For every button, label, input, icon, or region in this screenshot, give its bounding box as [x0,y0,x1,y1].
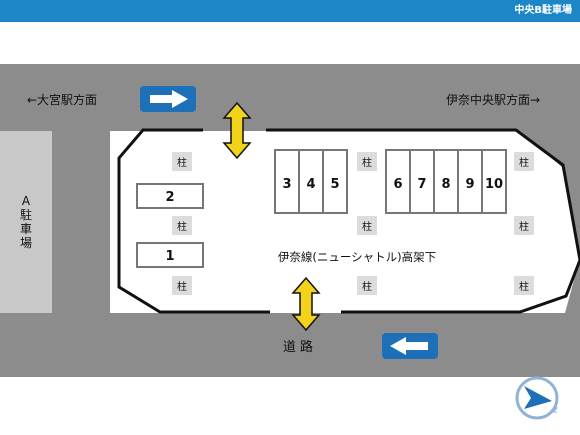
under-track-label: 伊奈線(ニューシャトル)高架下 [278,250,436,264]
pillar: 柱 [357,216,377,235]
svg-text:駐: 駐 [20,207,32,222]
parking-space: 9 [457,149,483,214]
pillar: 柱 [172,276,192,295]
svg-text:柱: 柱 [177,220,187,233]
road-label: 道 路 [283,339,313,355]
direction-left-label: ←大宮駅方面 [27,92,97,107]
svg-text:8: 8 [441,177,450,192]
svg-text:柱: 柱 [519,156,529,169]
double-arrow-icon [291,276,321,332]
right-arrow-icon [140,86,196,112]
svg-text:10: 10 [485,177,503,192]
svg-text:車: 車 [20,222,32,236]
svg-text:柱: 柱 [519,280,529,293]
svg-text:柱: 柱 [177,156,187,169]
svg-text:9: 9 [465,177,474,192]
pillar: 柱 [172,152,192,171]
lot-a-label: A 駐 車 場 [20,194,32,250]
pillar: 柱 [172,216,192,235]
direction-right-label: 伊奈中央駅方面→ [446,92,540,107]
page-title: 中央B駐車場 [514,5,572,16]
svg-text:5: 5 [330,177,339,192]
lot-boundary-left [117,128,270,314]
parking-space: 2 [136,183,204,209]
svg-text:場: 場 [20,236,32,250]
parking-space: 4 [298,149,324,214]
left-arrow-icon [382,333,438,359]
svg-text:柱: 柱 [362,220,372,233]
lot-a-area [0,131,52,313]
svg-text:4: 4 [306,177,315,192]
pillar: 柱 [514,216,534,235]
svg-text:3: 3 [282,177,291,192]
pillar: 柱 [357,152,377,171]
parking-space: 3 [274,149,300,214]
svg-text:柱: 柱 [362,280,372,293]
svg-text:6: 6 [393,177,402,192]
parking-space: 10 [481,149,507,214]
svg-text:2: 2 [165,190,174,205]
svg-text:柱: 柱 [519,220,529,233]
svg-text:7: 7 [417,177,426,192]
parking-space: 8 [433,149,459,214]
lot-boundary-right [266,128,580,314]
pillar: 柱 [514,152,534,171]
svg-text:柱: 柱 [362,156,372,169]
header-bar: 中央B駐車場 [0,0,580,22]
pillar: 柱 [514,276,534,295]
parking-space: 1 [136,242,204,268]
svg-text:A: A [22,194,31,208]
compass-icon [515,376,559,420]
pillar: 柱 [357,276,377,295]
parking-space: 6 [385,149,411,214]
parking-space: 5 [322,149,348,214]
double-arrow-icon [222,101,252,160]
parking-space: 7 [409,149,435,214]
svg-text:柱: 柱 [177,280,187,293]
svg-text:1: 1 [165,249,174,264]
